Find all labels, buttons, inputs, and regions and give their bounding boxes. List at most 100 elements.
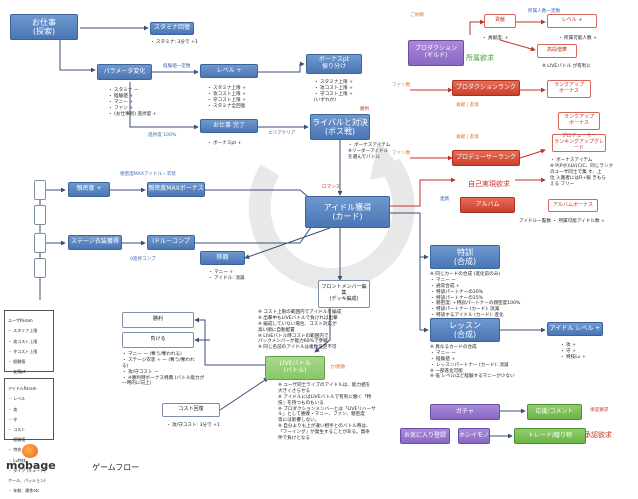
friend-node: お気に入り登録 bbox=[400, 428, 450, 444]
level-const-label: 所属人数一定数 bbox=[528, 9, 561, 14]
legend-idol-item: ・ タイプ (キュート、 bbox=[8, 467, 49, 473]
page-title: ゲームフロー bbox=[92, 463, 140, 472]
fan-count-label-2: ファン数 bbox=[392, 151, 411, 156]
cost-rule-note: ※ コスト上限の範囲内でアイドルを編成 ※ 出撃中もLIVEバトルで負ければ出撃… bbox=[258, 310, 342, 351]
quest-node: お仕事 (探索) bbox=[10, 14, 78, 40]
producer-rank-node: プロデューサーランク bbox=[452, 150, 520, 166]
legend-idol-item: ・ 攻 bbox=[8, 406, 18, 412]
legend-user-item: ・ 経験値 bbox=[8, 358, 26, 364]
left-spine-box-4 bbox=[34, 258, 46, 278]
bonus-pt-node: ボーナスpt 振り分け bbox=[306, 54, 362, 74]
trade-node: トレード/贈り物 bbox=[514, 428, 586, 444]
legend-user-item: ・ 攻コスト上限 bbox=[8, 338, 38, 344]
contrib2-label: 貢献 / 友情 bbox=[456, 135, 479, 140]
special-training-node: 特訓 (合成) bbox=[430, 245, 500, 269]
level-plus-right-node: レベル + bbox=[547, 14, 597, 28]
producer-bonus-note: ・ ボーナスアイテム ※ P(Pホ)\LV(C/C、同じランク のユーザ同士で集… bbox=[550, 158, 614, 187]
live-battle-node: LIVEバトル (バトル) bbox=[265, 356, 325, 380]
lose-node: 負ける bbox=[122, 332, 194, 348]
contrib-label: 貢献 / 友情 bbox=[456, 103, 479, 108]
feed-comment-node: 応援/コメント bbox=[527, 404, 582, 420]
transfer-node: 移籍 bbox=[200, 251, 245, 265]
legend-idol-item: ・ Lv特技 bbox=[8, 457, 26, 463]
lesson-node: レッスン (合成) bbox=[430, 318, 500, 342]
flow-lines bbox=[39, 19, 546, 439]
battle-rule-note: ※ ユーザ同士ライブのアイドルは、能力値を 大きくさらせる ※ アイドルにはLI… bbox=[278, 383, 376, 441]
cost-recovery-note: ・ 攻/守コスト: 3分で +1 bbox=[166, 423, 220, 428]
production-node: プロダクション (ギルド) bbox=[408, 40, 464, 66]
quest-complete-node: お仕事 完了 bbox=[200, 119, 258, 133]
legend-idol-item: ・ 年齢、属性etc bbox=[8, 488, 40, 494]
progress-100-label: 進捗度 100% bbox=[148, 133, 177, 138]
approval-label: 承認欲求 bbox=[584, 431, 612, 439]
legend-idol-item: ・ 特技 bbox=[8, 447, 22, 453]
legend-idol-params: アイドルParam ・ レベル ・ 攻 ・ 守 ・ コスト ・ 経験値 ・ 特技… bbox=[4, 378, 54, 493]
stamina-note: ・ スタミナ: 3分で +1 bbox=[150, 40, 198, 45]
production-rank-node: プロダクションランク bbox=[452, 80, 520, 96]
level-up-node: レベル + bbox=[200, 64, 258, 78]
idol-get-node: アイドル獲得 (カード) bbox=[305, 196, 390, 228]
legend-idol-item: ・ 守 bbox=[8, 416, 18, 422]
transfer-list: ・ マニー + ・ アイドル: 消滅 bbox=[208, 270, 245, 281]
win-lose-label: 力/勝敗 bbox=[330, 365, 346, 370]
cost-recovery-node: コスト回復 bbox=[162, 403, 220, 417]
stamina-recovery-node: スタミナ回復 bbox=[150, 22, 194, 35]
area-clear-label: エリアクリア bbox=[268, 131, 296, 136]
contribution-node: 貢献 bbox=[484, 14, 516, 28]
victory-label: 勝利 bbox=[360, 107, 370, 112]
legend-user-title: ユーザParam bbox=[8, 318, 33, 324]
legend-idol-item: ・ コスト bbox=[8, 426, 26, 432]
legend-user-item: ・ スタミナ上限 bbox=[8, 328, 38, 334]
idol-level-list: ・ 攻 + ・ 守 + ・ 特技Lv + bbox=[560, 343, 586, 360]
legend-user-item: ・ 守コスト上限 bbox=[8, 348, 38, 354]
affection-plus-node: 親密度 + bbox=[68, 182, 110, 197]
mobage-logo: mobage bbox=[6, 459, 56, 472]
left-spine-box-1 bbox=[34, 180, 46, 200]
production-note: ※ LIVEバトル が有利に bbox=[542, 64, 592, 69]
lesson-list: ※ 異なるカードの合成 ・ マニー ー ・ 経験値 + ・ レッスンパートナー … bbox=[430, 345, 515, 380]
fan-count-label-1: ファン数 bbox=[392, 83, 411, 88]
left-spine-box-3 bbox=[34, 233, 46, 253]
production-lb-node: 高段偕華 bbox=[537, 44, 577, 58]
legend-user-item: ・ 友情pt bbox=[8, 369, 26, 375]
level-right-note: ・ 所属可能人数 + bbox=[558, 36, 597, 41]
album-node: アルバム bbox=[460, 197, 515, 213]
affection-max-bonus-node: 親密度MAXボーナス bbox=[147, 182, 205, 197]
zero-bonus-label: 0進捗コンプ bbox=[130, 257, 156, 262]
live-battle-boss-node: ライバルと対決 (ボス戦) bbox=[310, 114, 370, 140]
romance-label: ロマンス bbox=[322, 185, 341, 190]
album-bonus-node: アルバムボーナス bbox=[548, 199, 598, 212]
front-member-node: フロントメンバー編 集 (デッキ編成) bbox=[318, 280, 370, 308]
gacha-node: ガチャ bbox=[430, 404, 500, 420]
special-list: ※ 同じカードの合成 (進化前のみ) ・ マニー ー ・ 通常合成 + ・ 特訓… bbox=[430, 272, 521, 319]
param-change-list: ・ スタミナ ー ・ 経験値 + ・ マニー + ・ ファン + ・ (お仕事別… bbox=[108, 88, 157, 117]
boss-items-note: ・ ボーナスアイテム ※リーダーアイドル を選んでバトル bbox=[348, 143, 391, 160]
legend-idol-title: アイドルParam bbox=[8, 386, 37, 392]
cooperation-label: 連携 bbox=[440, 197, 450, 202]
param-change-arrow-label: 経験値一定数 bbox=[163, 64, 191, 69]
hosinomi-node: ホシイモノ bbox=[458, 428, 490, 444]
legend-idol-item: ・ レベル bbox=[8, 396, 26, 402]
producer-rank-upgrade-node: プロデューサー ランキングアップグレード bbox=[552, 134, 606, 152]
self-demand-label: 自己実現欲求 bbox=[468, 180, 510, 188]
legend-idol-item: ・ 経験値 bbox=[8, 437, 26, 443]
idol-complete-node: Iドルーコンプ bbox=[147, 235, 195, 250]
idol-level-node: アイドル レベル + bbox=[547, 322, 603, 336]
result-list: ・ マニー ー (奪う/奪われる) ・ ステージ衣装 + ー (奪う/奪われ る… bbox=[122, 352, 205, 387]
param-change-node: パラメータ変化 bbox=[97, 64, 152, 80]
rank-up-bonus-1-node: ランクアップ ボーナス bbox=[547, 80, 591, 98]
rank-up-bonus-2-node: ランクアップ ボーナス bbox=[558, 112, 600, 130]
win-node: 勝利 bbox=[122, 312, 194, 328]
level-up-list: ・ スタミナ上限 + ・ 攻コスト上限 + ・ 守コスト上限 + ・ スタミナ全… bbox=[207, 86, 246, 109]
dena-badge-icon bbox=[22, 444, 38, 458]
left-spine-box-2 bbox=[34, 205, 46, 225]
stage-costume-node: ステージ衣装獲得 bbox=[68, 235, 122, 250]
legend-user-params: ユーザParam ・ スタミナ上限 ・ 攻コスト上限 ・ 守コスト上限 ・ 経験… bbox=[4, 310, 54, 425]
cycle-watermark bbox=[248, 140, 415, 291]
bonus-pt-list: ・ スタミナ上限 + ・ 攻コスト上限 + ・ 守コスト上限 + (いずれか) bbox=[314, 80, 353, 103]
contribution-note: ・ 貢献度: + bbox=[482, 36, 509, 41]
quest-complete-note: ・ ボーナスpt + bbox=[207, 141, 242, 146]
album-note: アイドル一覧数 ・ 所属可能アイドル数 + bbox=[519, 219, 605, 224]
affection-max-label: 親密度MAXアイドル・衣装 bbox=[120, 172, 176, 177]
belonging-label: 所属欲求 bbox=[466, 54, 494, 62]
